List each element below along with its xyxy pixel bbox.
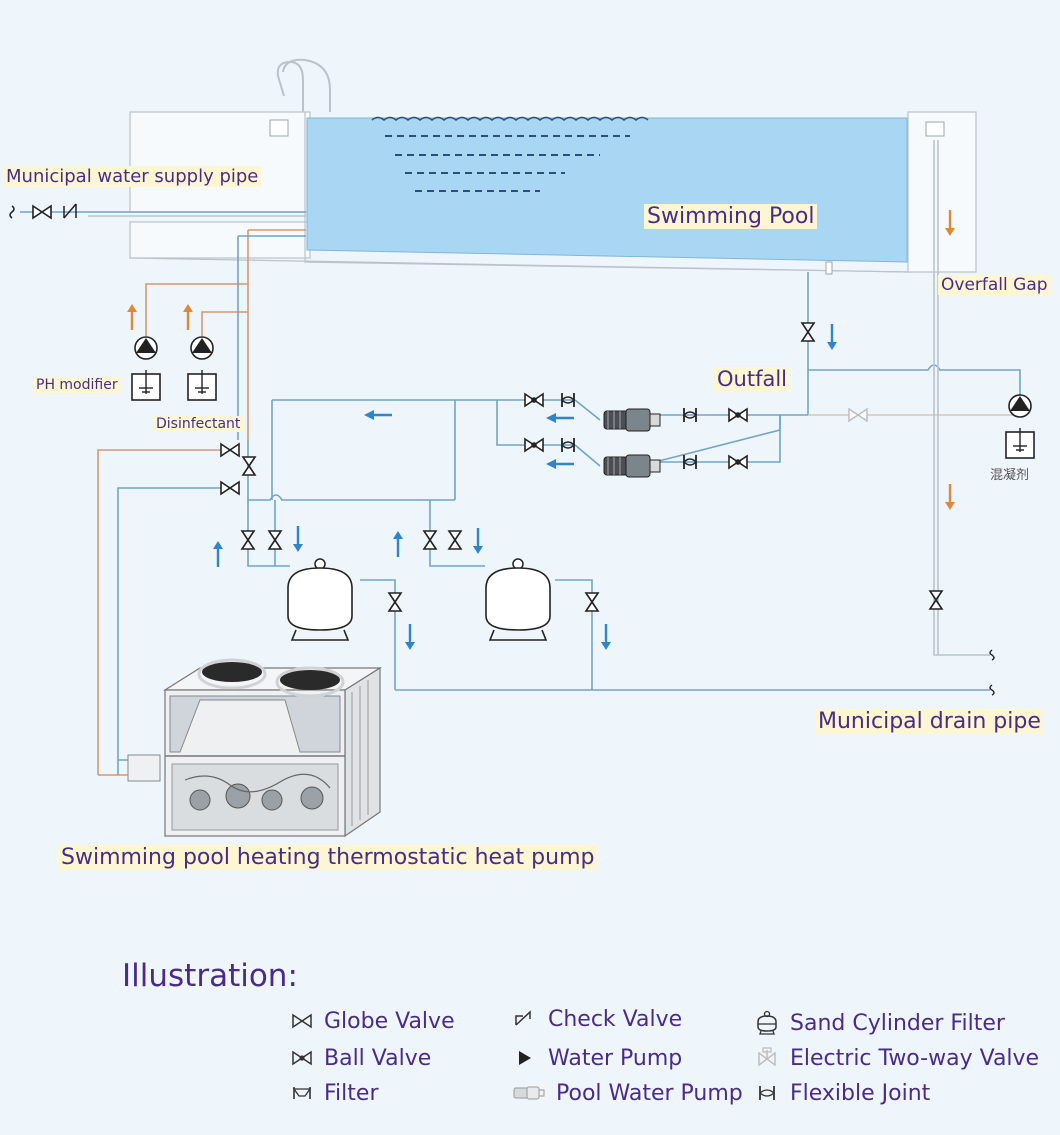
electric-two-way-valve-icon (758, 1047, 776, 1067)
municipal-water-supply-label: Municipal water supply pipe (3, 166, 262, 187)
dosing-equipment (131, 336, 1035, 459)
pipe-network (20, 140, 1021, 776)
heat-pump-unit (127, 658, 383, 838)
swimming-pool-label: Swimming Pool (644, 204, 818, 229)
sand-cylinder-filters (287, 558, 551, 641)
legend-label: Pool Water Pump (556, 1080, 743, 1106)
legend-item-filter: Filter (290, 1080, 378, 1106)
legend-item-globe-valve: Globe Valve (290, 1008, 455, 1034)
ph-modifier-label: PH modifier (33, 377, 121, 393)
pool-water-pumps (603, 408, 661, 478)
legend-item-ball-valve: Ball Valve (290, 1045, 431, 1071)
coagulant-label: 混凝剂 (990, 468, 1030, 483)
legend-label: Electric Two-way Valve (790, 1045, 1040, 1071)
legend-item-electric-two-way-valve: Electric Two-way Valve (754, 1045, 1039, 1071)
pool-water (306, 116, 908, 263)
legend-label: Ball Valve (324, 1045, 432, 1071)
legend-item-sand-cylinder-filter: Sand Cylinder Filter (754, 1010, 1005, 1036)
legend-label: Check Valve (548, 1006, 683, 1032)
legend-item-pool-water-pump: Pool Water Pump (512, 1080, 743, 1106)
ball-valve-icon (292, 1050, 312, 1066)
skimmer-boxes (269, 119, 945, 275)
water-pump-icon (519, 1051, 531, 1065)
legend-label: Sand Cylinder Filter (790, 1010, 1005, 1036)
legend-label: Filter (324, 1080, 379, 1106)
pool-ladder (276, 58, 331, 112)
outfall-label: Outfall (714, 367, 791, 391)
legend-title: Illustration: (122, 958, 298, 994)
legend-item-water-pump: Water Pump (512, 1045, 682, 1071)
legend-item-check-valve: Check Valve (512, 1006, 682, 1032)
flexible-joint-icon (759, 1086, 775, 1100)
municipal-drain-label: Municipal drain pipe (815, 709, 1044, 734)
overfall-gap-label: Overfall Gap (938, 275, 1051, 295)
legend-label: Flexible Joint (790, 1080, 931, 1106)
disinfectant-label: Disinfectant (153, 416, 244, 432)
legend-item-flexible-joint: Flexible Joint (754, 1080, 930, 1106)
filter-icon (292, 1087, 312, 1099)
pool-water-pump-icon (513, 1086, 545, 1100)
drain-endings (989, 649, 995, 696)
globe-valve-icon (292, 1013, 312, 1029)
supply-line-fittings (9, 203, 77, 219)
legend-label: Globe Valve (324, 1008, 455, 1034)
heat-pump-label: Swimming pool heating thermostatic heat … (58, 845, 598, 870)
legend-label: Water Pump (548, 1045, 683, 1071)
sand-cylinder-filter-icon (757, 1010, 777, 1035)
valves (220, 322, 943, 612)
check-valve-icon (515, 1010, 531, 1026)
